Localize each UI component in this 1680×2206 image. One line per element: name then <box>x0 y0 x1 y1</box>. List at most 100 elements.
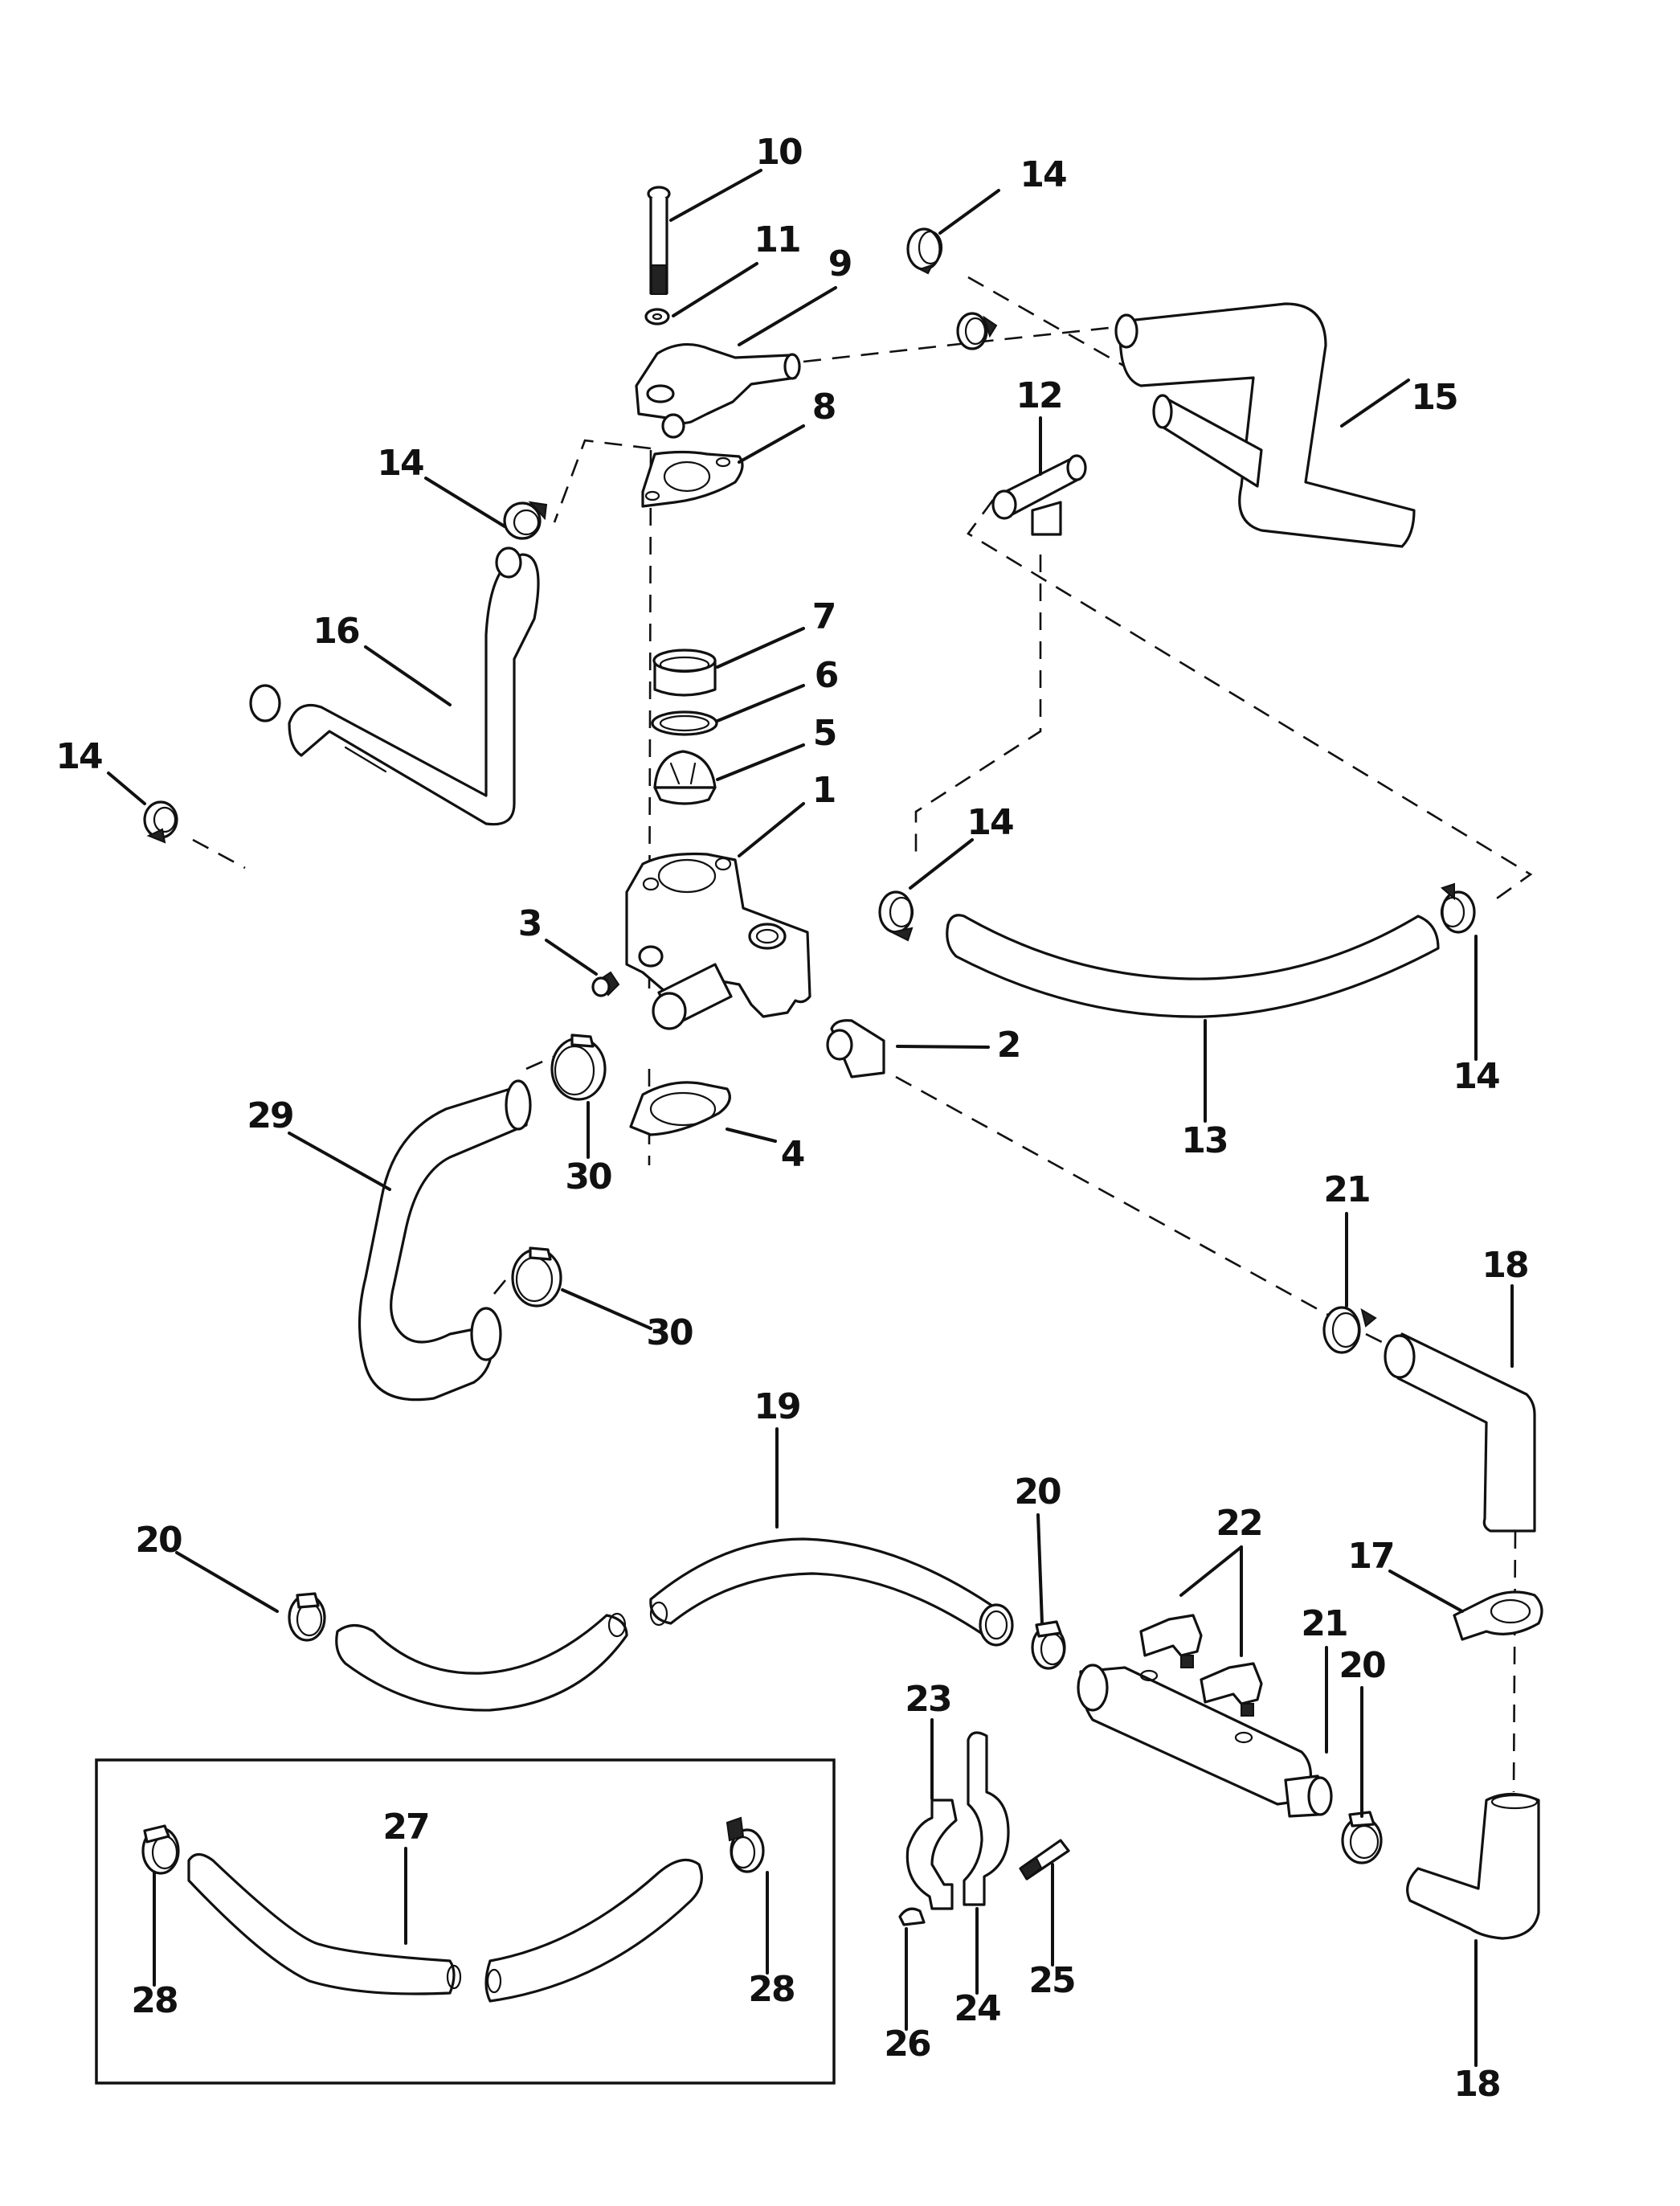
hose-part-19[interactable] <box>335 1537 1014 1712</box>
elbow-fitting-part-22-b[interactable] <box>1200 1662 1263 1717</box>
callout-18-lower[interactable]: 18 <box>1453 2064 1501 2105</box>
callout-labels: 10 11 9 14 15 12 8 14 16 7 6 5 1 14 14 3… <box>55 132 1529 2105</box>
hose-part-29[interactable] <box>358 1079 532 1402</box>
sleeve-part-7[interactable] <box>652 649 717 697</box>
nut-part-26[interactable] <box>898 1907 926 1926</box>
cooler-part-21[interactable] <box>1077 1664 1333 1818</box>
lock-washer-part-11[interactable] <box>644 308 670 325</box>
callout-5[interactable]: 5 <box>813 713 838 754</box>
callout-10[interactable]: 10 <box>755 132 803 173</box>
gasket-part-4[interactable] <box>629 1081 731 1136</box>
hose-clamp-part-14-left[interactable] <box>143 800 178 844</box>
leader-14b <box>424 477 506 528</box>
callout-26[interactable]: 26 <box>884 2024 932 2065</box>
callout-29[interactable]: 29 <box>247 1095 294 1136</box>
hose-part-13[interactable] <box>946 914 1440 1018</box>
hose-part-18-upper[interactable] <box>1384 1332 1536 1533</box>
leader-7 <box>716 627 805 669</box>
callout-20-right[interactable]: 20 <box>1339 1645 1387 1686</box>
callout-19[interactable]: 19 <box>754 1386 801 1427</box>
callout-2[interactable]: 2 <box>997 1025 1022 1066</box>
callout-24[interactable]: 24 <box>954 1988 1002 2029</box>
thermostat-cover-part-9[interactable] <box>635 342 801 439</box>
dash-to-clamp-14-upper-left <box>553 439 652 523</box>
hose-clamp-part-14-left-upper[interactable] <box>503 501 548 540</box>
leader-17 <box>1388 1570 1464 1613</box>
callout-18-upper[interactable]: 18 <box>1482 1245 1529 1286</box>
callout-6[interactable]: 6 <box>815 655 840 696</box>
gasket-part-8[interactable] <box>641 450 744 508</box>
leader-6 <box>716 684 805 722</box>
callout-28-right[interactable]: 28 <box>748 1969 795 2010</box>
callout-30-upper[interactable]: 30 <box>565 1156 613 1197</box>
hose-clamp-part-14-top[interactable] <box>906 227 943 275</box>
leader-lines <box>107 169 1514 2067</box>
callout-15[interactable]: 15 <box>1411 377 1458 418</box>
callout-21-upper[interactable]: 21 <box>1323 1169 1371 1210</box>
callout-27[interactable]: 27 <box>382 1807 430 1848</box>
seal-part-6[interactable] <box>651 710 718 736</box>
callout-7[interactable]: 7 <box>812 596 837 637</box>
hose-clamp-part-14-top-second[interactable] <box>956 312 998 350</box>
callout-9[interactable]: 9 <box>828 244 853 284</box>
centerline-housing <box>648 449 652 1165</box>
callout-25[interactable]: 25 <box>1028 1960 1076 2001</box>
hose-clamp-part-21-upper[interactable] <box>1322 1306 1377 1354</box>
callout-14-right[interactable]: 14 <box>1453 1056 1501 1097</box>
hose-clamp-part-30-upper[interactable] <box>550 1033 607 1101</box>
callout-28-left[interactable]: 28 <box>131 1980 178 2021</box>
hose-clamp-part-14-mid[interactable] <box>878 890 914 942</box>
callout-14-mid[interactable]: 14 <box>967 802 1015 843</box>
callout-14-left-upper[interactable]: 14 <box>377 443 425 484</box>
callout-30-lower[interactable]: 30 <box>646 1312 694 1353</box>
hose-clamp-part-28-right[interactable] <box>726 1816 765 1873</box>
callout-1[interactable]: 1 <box>812 770 837 811</box>
callout-14-left[interactable]: 14 <box>55 736 104 777</box>
callout-12[interactable]: 12 <box>1016 375 1063 416</box>
elbow-fitting-part-22-a[interactable] <box>1139 1614 1203 1668</box>
pipe-plug-part-3[interactable] <box>591 971 620 997</box>
hose-clamp-part-30-lower[interactable] <box>511 1246 562 1308</box>
bracket-part-24[interactable] <box>963 1731 1010 1906</box>
hose-clamp-part-28-left[interactable] <box>141 1824 180 1875</box>
fitting-part-2[interactable] <box>826 1019 885 1078</box>
leader-2 <box>896 1045 990 1049</box>
tee-fitting-part-12[interactable] <box>991 454 1087 536</box>
callout-14-top[interactable]: 14 <box>1020 154 1068 195</box>
hose-part-27[interactable] <box>187 1852 703 2003</box>
bolt-part-10[interactable] <box>647 186 671 295</box>
callout-4[interactable]: 4 <box>781 1134 806 1175</box>
leader-22a <box>1179 1545 1243 1597</box>
hose-part-18-lower[interactable] <box>1406 1792 1540 1940</box>
thermostat-housing-part-1[interactable] <box>625 852 811 1030</box>
dash-clamp-14-to-hose-16 <box>192 838 246 870</box>
hose-part-15[interactable] <box>1114 302 1416 548</box>
callout-23[interactable]: 23 <box>905 1679 952 1720</box>
clamp-part-17[interactable] <box>1453 1590 1543 1641</box>
leader-14c <box>107 771 146 805</box>
callout-3[interactable]: 3 <box>518 903 543 944</box>
callout-11[interactable]: 11 <box>754 219 801 260</box>
callout-16[interactable]: 16 <box>313 611 361 652</box>
callout-8[interactable]: 8 <box>812 387 837 428</box>
inset-frame <box>95 1758 836 2085</box>
screw-part-25[interactable] <box>1019 1839 1070 1881</box>
bracket-part-23[interactable] <box>905 1799 958 1910</box>
leader-10 <box>669 169 762 222</box>
leader-8 <box>738 424 805 464</box>
hose-clamp-part-14-right[interactable] <box>1440 882 1476 934</box>
hose-clamp-part-20-left[interactable] <box>288 1592 326 1642</box>
callout-13[interactable]: 13 <box>1181 1120 1228 1161</box>
dash-fitting-to-clamp-21 <box>895 1075 1335 1320</box>
callout-17[interactable]: 17 <box>1347 1536 1395 1577</box>
hose-clamp-part-20-mid[interactable] <box>1031 1620 1066 1670</box>
leader-30b <box>561 1288 652 1330</box>
callout-22[interactable]: 22 <box>1216 1503 1263 1544</box>
hose-part-16[interactable] <box>249 546 540 826</box>
callout-20-mid[interactable]: 20 <box>1014 1471 1062 1512</box>
callout-20-left[interactable]: 20 <box>135 1520 183 1561</box>
hose-clamp-part-20-right[interactable] <box>1341 1811 1383 1864</box>
leader-9 <box>738 286 837 346</box>
callout-21-lower[interactable]: 21 <box>1301 1603 1348 1644</box>
thermostat-part-5[interactable] <box>653 750 717 805</box>
